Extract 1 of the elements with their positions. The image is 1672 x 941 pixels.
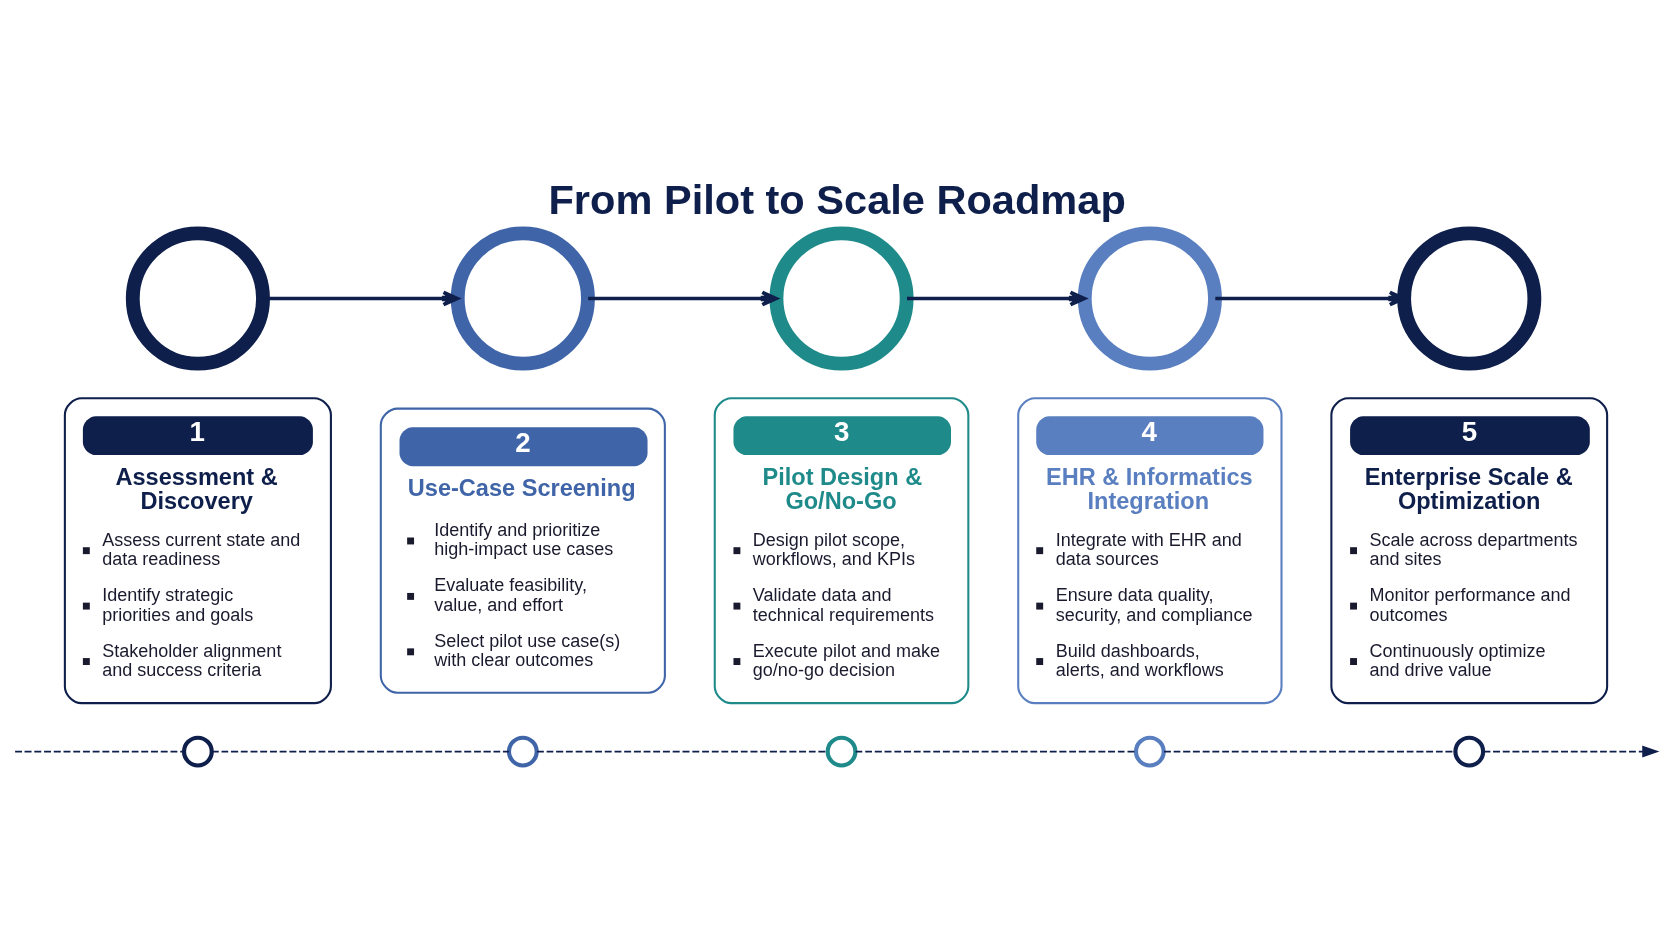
diagram-title: From Pilot to Scale Roadmap <box>548 175 1126 223</box>
